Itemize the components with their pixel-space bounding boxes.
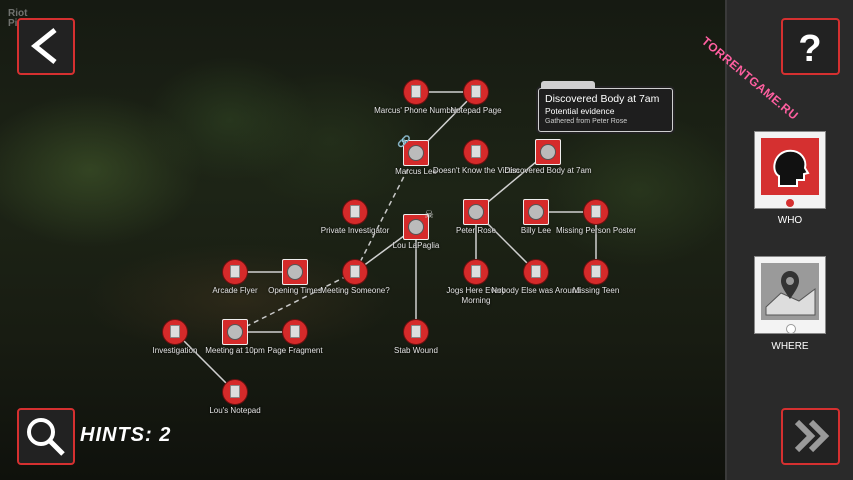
help-button[interactable]: ?	[781, 18, 840, 75]
notepad-icon	[584, 260, 608, 284]
evidence-board: Marcus' Phone Number Notepad Page Marcus…	[0, 0, 725, 480]
clock-icon	[535, 139, 561, 165]
tooltip-subtitle: Potential evidence	[545, 106, 615, 116]
notepad-icon	[464, 140, 488, 164]
notepad-icon	[223, 260, 247, 284]
portrait-icon	[463, 199, 489, 225]
notepad-icon	[404, 80, 428, 104]
notepad-icon	[404, 320, 428, 344]
notepad-icon	[223, 380, 247, 404]
question-mark-icon: ?	[798, 28, 821, 70]
link-line-dashed	[234, 271, 356, 333]
notepad-icon	[524, 260, 548, 284]
notepad-icon	[464, 260, 488, 284]
where-card[interactable]	[754, 256, 826, 334]
notepad-icon	[343, 200, 367, 224]
notepad-icon	[283, 320, 307, 344]
notepad-icon	[584, 200, 608, 224]
clock-icon	[222, 319, 248, 345]
who-label: WHO	[777, 215, 803, 226]
magnifier-icon	[27, 418, 65, 456]
who-card[interactable]	[754, 131, 826, 209]
tooltip-tab	[541, 81, 595, 89]
double-chevron-right-icon	[794, 419, 830, 453]
tooltip-title: Discovered Body at 7am	[545, 93, 660, 105]
head-silhouette-icon	[761, 138, 819, 195]
svg-text:?: ?	[798, 28, 821, 70]
clue-tooltip: Discovered Body at 7am Potential evidenc…	[538, 81, 673, 132]
hints-counter: HINTS: 2	[80, 424, 172, 446]
unselected-dot	[786, 324, 796, 334]
hint-search-button[interactable]	[17, 408, 75, 465]
tooltip-note: Gathered from Peter Rose	[545, 118, 628, 125]
portrait-icon	[403, 140, 429, 166]
link-line	[174, 331, 236, 393]
where-label: WHERE	[771, 341, 809, 352]
skull-icon: ☠	[424, 209, 434, 221]
notepad-icon	[343, 260, 367, 284]
selected-dot	[786, 199, 794, 207]
notepad-icon	[163, 320, 187, 344]
chevron-left-icon	[30, 28, 57, 64]
connection-lines	[174, 91, 597, 393]
link-line-dashed	[354, 152, 417, 273]
link-icon: 🔗	[397, 136, 411, 148]
next-button[interactable]	[781, 408, 840, 465]
sidebar	[725, 0, 853, 480]
back-button[interactable]	[17, 18, 75, 75]
map-pin-icon	[761, 263, 819, 320]
portrait-icon	[523, 199, 549, 225]
notepad-icon	[464, 80, 488, 104]
clock-icon	[282, 259, 308, 285]
portrait-icon	[403, 214, 429, 240]
